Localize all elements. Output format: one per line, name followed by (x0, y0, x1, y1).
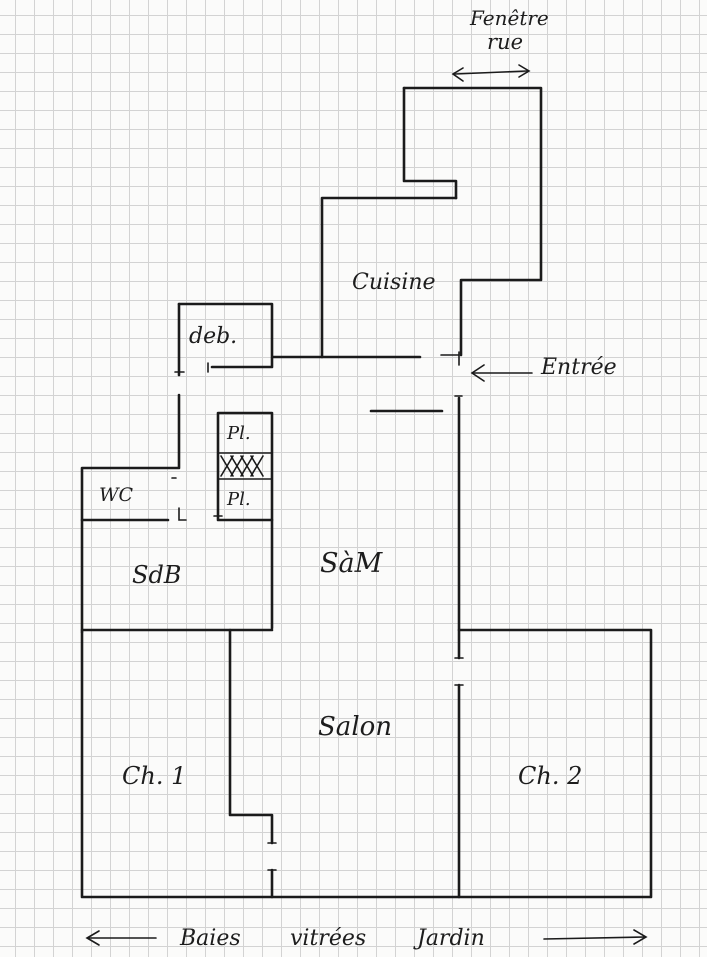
closet-hatch (220, 455, 264, 477)
window-label-line1: Fenêtre (470, 6, 549, 30)
bedroom1-label: Ch. 1 (122, 762, 187, 790)
bedroom2-label: Ch. 2 (518, 762, 583, 790)
bathroom-label: SdB (132, 561, 182, 589)
closet-top-label: Pl. (227, 423, 251, 444)
caption-vitrees: vitrées (290, 926, 367, 951)
closet-bottom-label: Pl. (227, 489, 251, 510)
kitchen-walls (271, 196, 460, 359)
window-arrow-icon (451, 64, 531, 82)
debarras-walls (174, 302, 274, 377)
outer-walls (80, 628, 653, 899)
wc-bathroom-walls (80, 393, 274, 634)
caption-jardin: Jardin (417, 926, 485, 951)
debarras-label: deb. (189, 324, 238, 349)
bedroom2-walls (454, 683, 464, 899)
caption-baies: Baies (180, 926, 241, 951)
left-arrow-icon (85, 930, 157, 946)
entrance-arrow-icon (470, 364, 533, 382)
window-label-line2: rue (487, 30, 523, 54)
dining-label: SàM (320, 548, 383, 579)
closets (213, 411, 274, 522)
living-label: Salon (318, 712, 393, 742)
street-window-block (402, 86, 543, 357)
kitchen-label: Cuisine (352, 270, 436, 295)
right-arrow-icon (543, 929, 648, 945)
wc-label: WC (99, 484, 134, 506)
entrance-walls (369, 351, 464, 660)
entrance-label: Entrée (541, 355, 617, 380)
bedroom1-walls (228, 628, 277, 899)
